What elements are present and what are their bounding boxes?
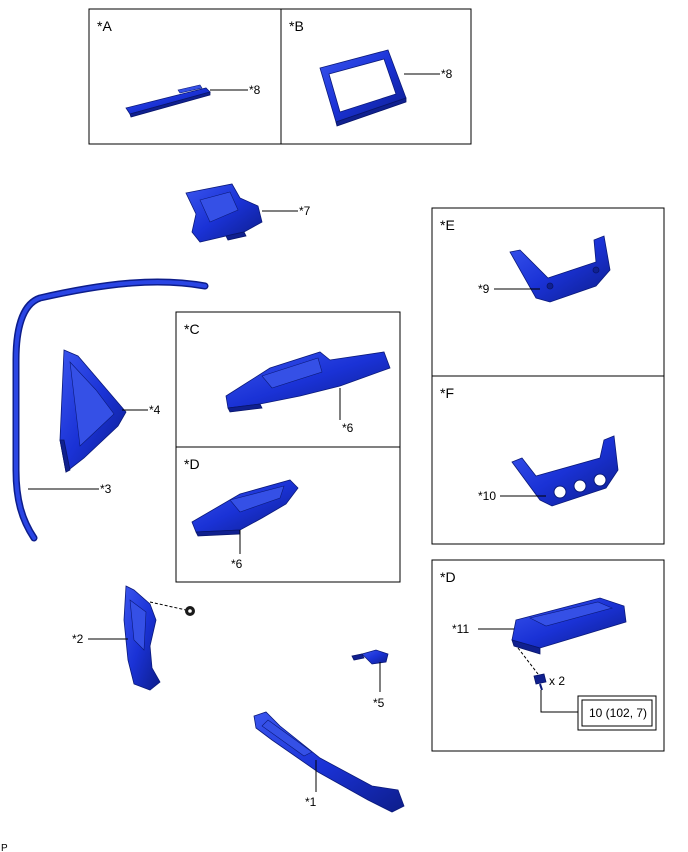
box-f: *F *10 (431, 375, 665, 545)
knob-hole-1 (553, 485, 567, 499)
callout-5: *5 (373, 696, 385, 710)
box-b: *B *8 (280, 8, 472, 145)
knob-hole-2 (573, 479, 587, 493)
box-b-label: *B (289, 18, 304, 34)
box-f-label: *F (440, 385, 454, 401)
callout-2: *2 (72, 632, 84, 646)
torque-box-inner (581, 699, 653, 727)
callout-a8: *8 (249, 83, 261, 97)
part-8-strip (125, 84, 211, 118)
callout-9: *9 (478, 282, 490, 296)
part-9-panel (509, 235, 611, 303)
box-f-frame (431, 375, 665, 545)
part-3-weatherstrip (12, 278, 209, 542)
box-b-frame (280, 8, 472, 145)
box-d-middle: *D *6 (175, 446, 401, 583)
box-d-middle-label: *D (184, 456, 200, 472)
part-7-cover (185, 183, 263, 243)
box-a-label: *A (97, 18, 112, 34)
callout-10: *10 (478, 489, 496, 503)
box-c: *C *6 (175, 311, 401, 448)
part-2-pillar (123, 585, 161, 691)
clip-icon (185, 606, 195, 616)
callout-1: *1 (305, 795, 317, 809)
part-8-bezel (319, 49, 407, 127)
callout-b8: *8 (441, 67, 453, 81)
box-e: *E *9 (431, 207, 665, 377)
callout-3: *3 (100, 482, 112, 496)
callout-c6: *6 (342, 421, 354, 435)
clip-dashed-line (149, 601, 187, 611)
callout-7: *7 (299, 204, 311, 218)
callout-11: *11 (452, 622, 469, 636)
fastener-qty: x 2 (549, 674, 565, 688)
box-d-right: *D *11 x 2 10 (102, 7) (431, 559, 665, 752)
part-1-scuff-plate (253, 711, 405, 813)
box-a: *A *8 (88, 8, 282, 145)
footer-code: P (1, 843, 8, 852)
box-d-right-frame (431, 559, 665, 752)
torque-spec: 10 (102, 7) (589, 706, 647, 720)
part-4-trim (59, 349, 127, 473)
torque-box-outer (577, 695, 657, 731)
box-a-frame (88, 8, 282, 145)
knob-hole-3 (593, 473, 607, 487)
screw-dashed-line (517, 647, 539, 675)
part-11-control-unit (511, 597, 627, 655)
callout-4: *4 (149, 403, 161, 417)
part-6-garnish-c (225, 351, 391, 413)
box-d-right-label: *D (440, 569, 456, 585)
box-d-middle-frame (175, 446, 401, 583)
box-c-label: *C (184, 321, 200, 337)
part-6-garnish-d (191, 479, 299, 537)
box-e-label: *E (440, 217, 455, 233)
part-10-panel (511, 435, 619, 507)
part-5-clip (351, 649, 389, 665)
callout-d6: *6 (231, 557, 243, 571)
leader-torque (540, 690, 578, 713)
screw-icon (533, 673, 547, 691)
